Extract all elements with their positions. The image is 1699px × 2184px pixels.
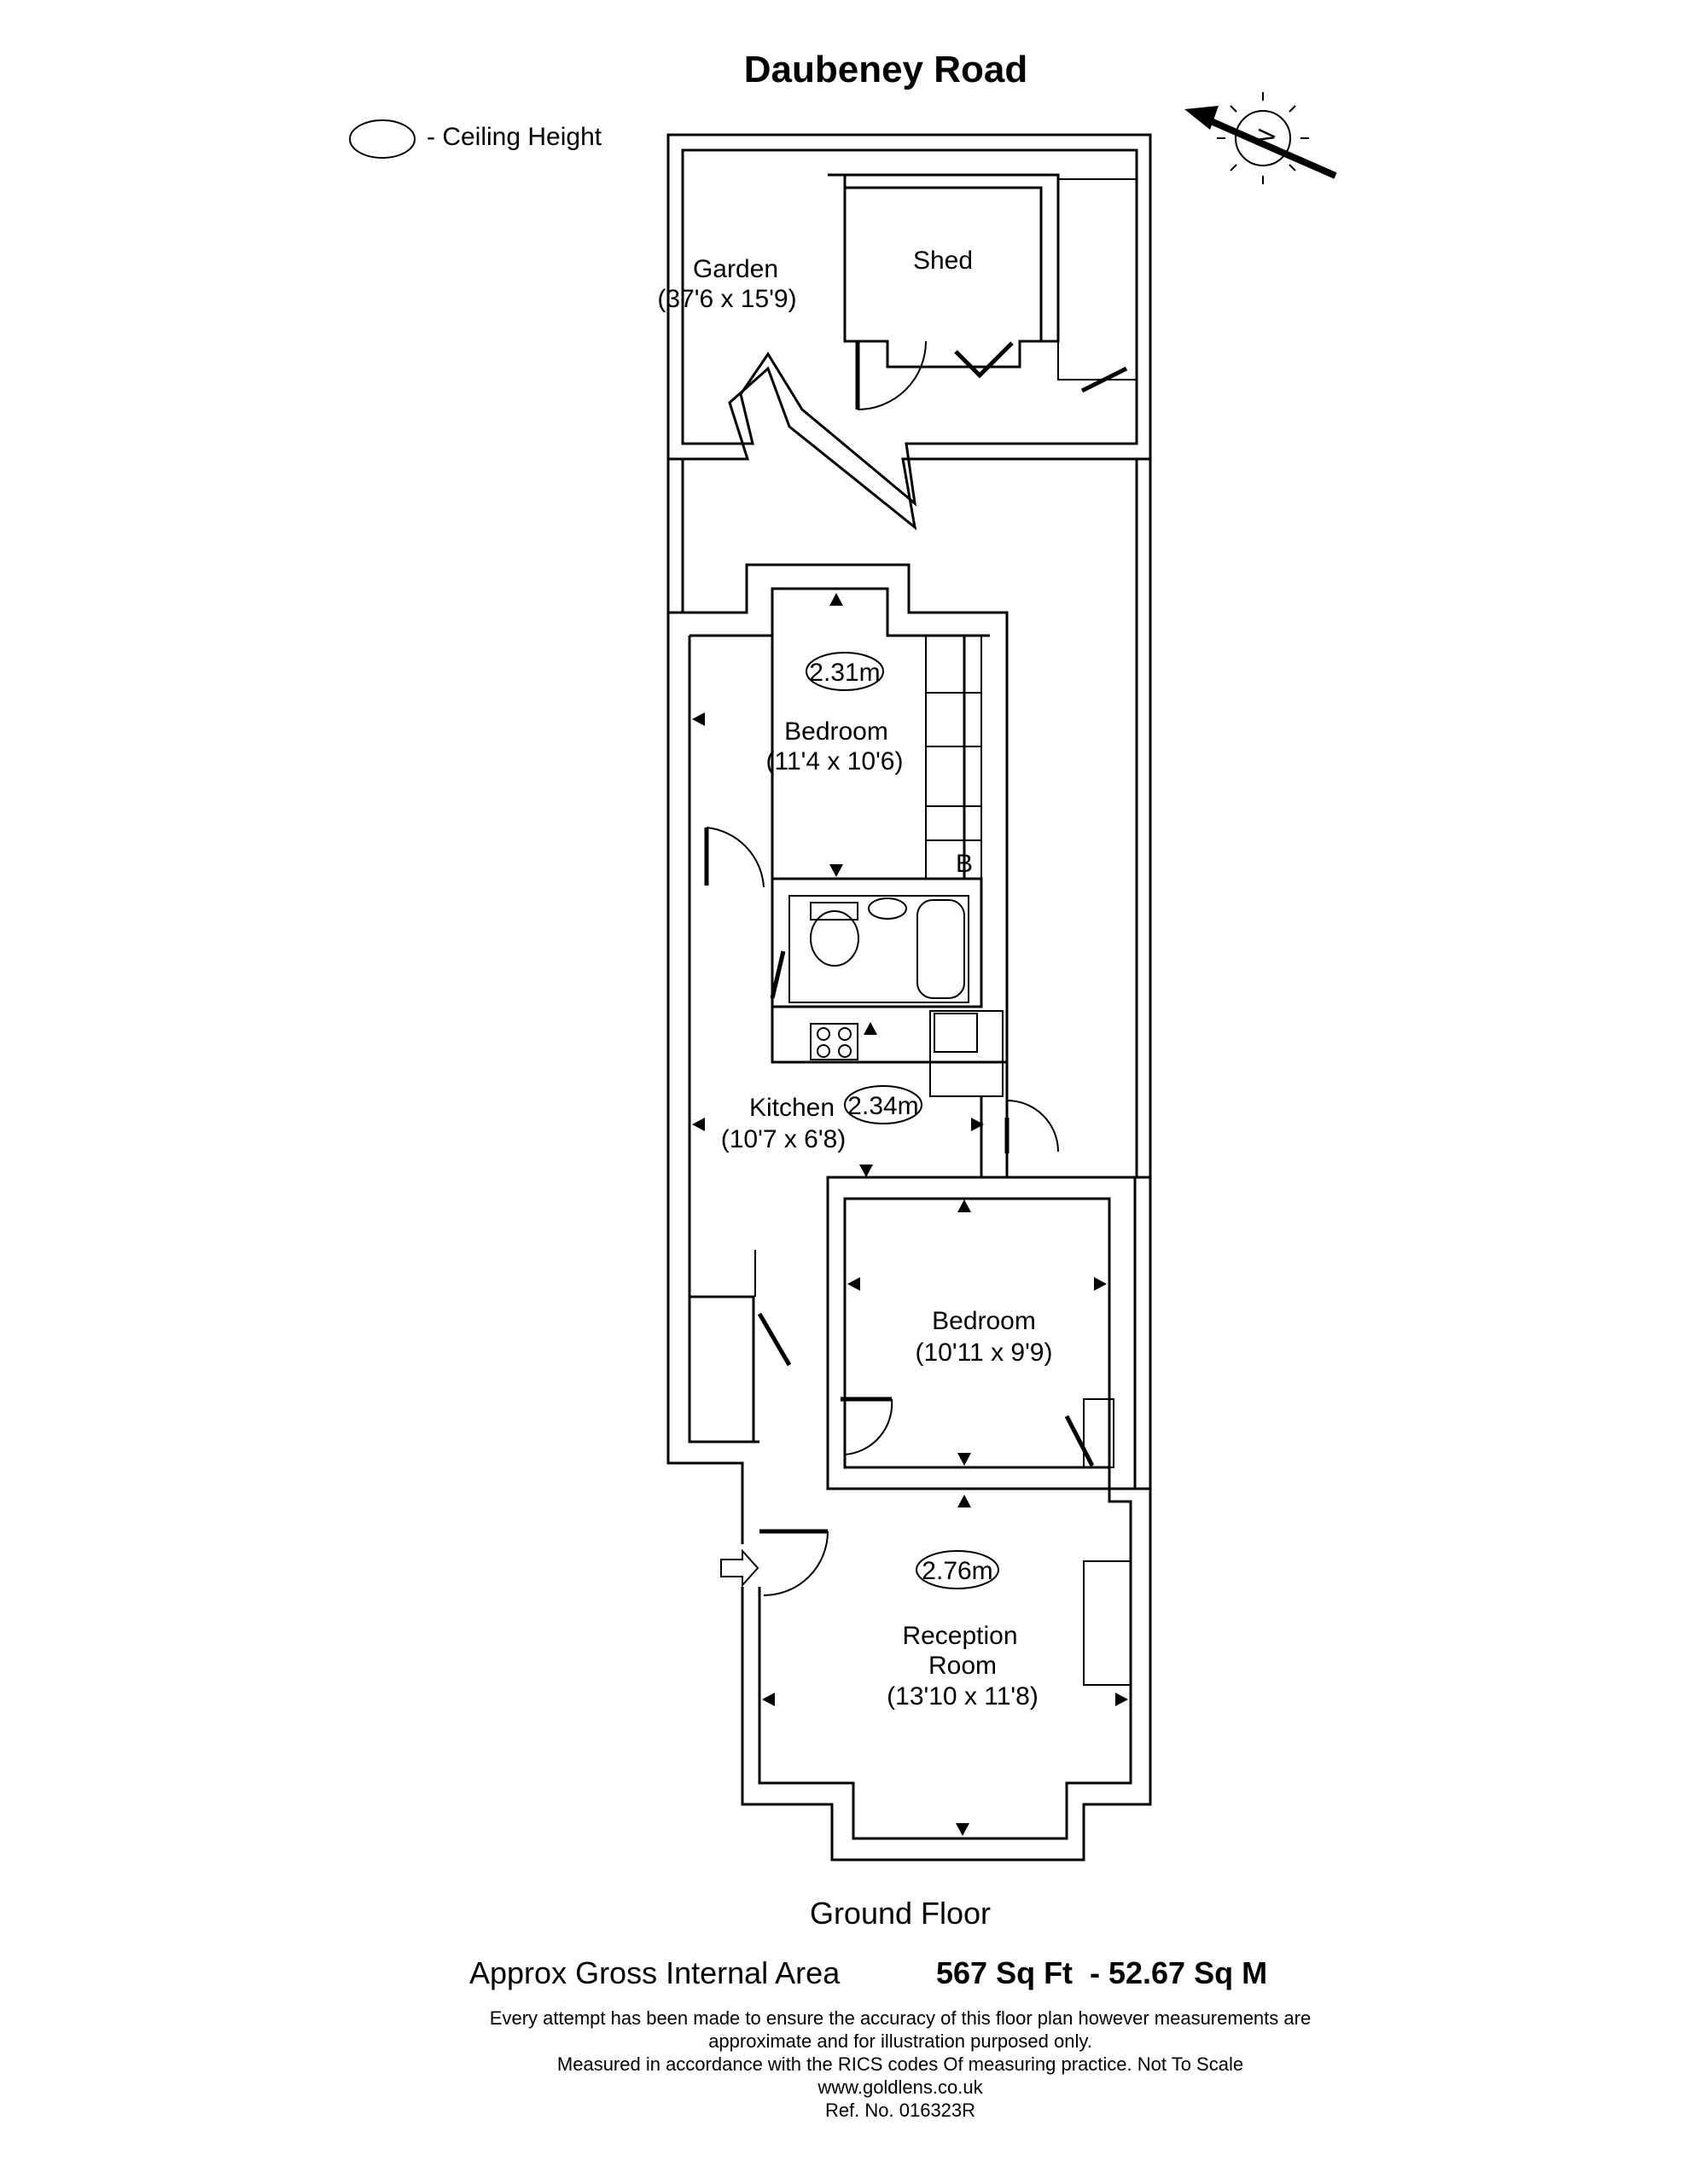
bedroom-2-name: Bedroom bbox=[932, 1307, 1036, 1335]
reception-size: (13'10 x 11'8) bbox=[887, 1682, 1039, 1711]
disclaimer-line-4: www.goldlens.co.uk bbox=[817, 2077, 983, 2098]
bedroom-1-size: (11'4 x 10'6) bbox=[766, 747, 904, 775]
disclaimer-line-1: Every attempt has been made to ensure th… bbox=[490, 2007, 1311, 2029]
kitchen-name: Kitchen bbox=[749, 1094, 835, 1122]
kitchen bbox=[771, 1007, 1059, 1177]
shed-name: Shed bbox=[913, 247, 973, 275]
bedroom-2 bbox=[688, 1176, 1137, 1490]
floor-label: Ground Floor bbox=[810, 1896, 991, 1931]
boiler-label: B bbox=[956, 850, 973, 878]
garden-size: (37'6 x 15'9) bbox=[657, 285, 796, 313]
building-outline bbox=[666, 563, 1152, 1862]
disclaimer-line-3: Measured in accordance with the RICS cod… bbox=[557, 2053, 1243, 2075]
bedroom-2-size: (10'11 x 9'9) bbox=[916, 1339, 1053, 1367]
bathroom bbox=[770, 877, 983, 1008]
reception-name-line1: Reception bbox=[902, 1622, 1017, 1650]
legend-label: - Ceiling Height bbox=[427, 123, 602, 151]
bedroom-1-ceiling: 2.31m bbox=[809, 659, 880, 687]
reception-name-line2: Room bbox=[928, 1652, 997, 1680]
area-label: Approx Gross Internal Area bbox=[469, 1955, 841, 1990]
reception-room bbox=[720, 1487, 1150, 1686]
bedroom-1 bbox=[704, 636, 982, 888]
bedroom-1-name: Bedroom bbox=[784, 717, 888, 746]
north-compass-icon: N bbox=[1184, 92, 1337, 184]
garden-outline bbox=[666, 133, 1152, 1177]
garden-name: Garden bbox=[693, 255, 778, 283]
kitchen-size: (10'7 x 6'8) bbox=[721, 1125, 847, 1153]
shed-outline bbox=[828, 173, 1138, 410]
ceiling-height-legend-icon bbox=[349, 119, 416, 159]
disclaimer-line-2: approximate and for illustration purpose… bbox=[708, 2030, 1092, 2052]
reception-ceiling: 2.76m bbox=[922, 1557, 992, 1585]
kitchen-ceiling: 2.34m bbox=[847, 1092, 918, 1120]
area-sqft: 567 Sq Ft bbox=[936, 1955, 1073, 1990]
area-sqm: - 52.67 Sq M bbox=[1090, 1955, 1267, 1990]
plan-title: Daubeney Road bbox=[744, 49, 1028, 90]
measurement-arrows bbox=[692, 593, 1128, 1836]
entrance-arrow-icon bbox=[720, 1548, 759, 1588]
disclaimer-line-5: Ref. No. 016323R bbox=[825, 2100, 975, 2121]
